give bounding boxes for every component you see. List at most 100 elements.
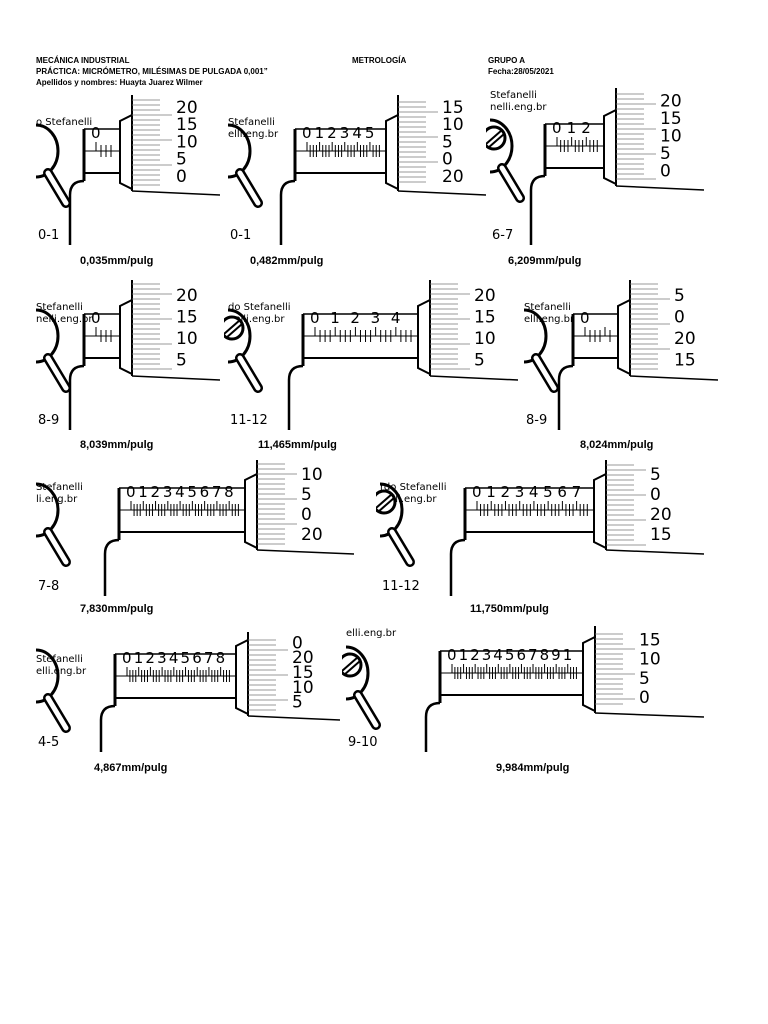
sleeve-number: 7 [528, 646, 538, 664]
clamp-hatch [342, 656, 361, 676]
thimble-bottom-edge [615, 185, 704, 191]
watermark-text: nelli.eng.br [36, 314, 93, 325]
thimble-flange [582, 635, 596, 713]
sleeve-number: 0 [91, 309, 101, 327]
frame-body [449, 538, 466, 596]
thimble-bottom-edge [429, 375, 518, 381]
watermark-text: o Stefanelli [36, 117, 92, 128]
thimble-number: 10 [474, 329, 496, 349]
thimble-number: 15 [176, 308, 198, 328]
thimble-number: 20 [442, 167, 464, 187]
frame-body [68, 179, 85, 245]
thimble-bottom-edge [247, 715, 340, 721]
thimble-number: 20 [660, 91, 682, 111]
watermark-text: Stefanelli [228, 117, 275, 128]
sleeve-number: 3 [163, 483, 173, 501]
thimble-number: 0 [292, 633, 303, 653]
thimble-flange [385, 113, 399, 191]
thimble-body [257, 460, 354, 552]
thimble-bottom-edge [256, 549, 354, 555]
sleeve-number: 3 [157, 649, 167, 667]
frame-body [279, 179, 296, 245]
sleeve-number: 6 [557, 483, 567, 501]
thimble-number: 5 [292, 693, 303, 713]
subject-title: METROLOGÍA [352, 56, 407, 65]
thimble-flange [617, 298, 631, 376]
frame-body [424, 701, 441, 752]
thimble-bottom-edge [131, 375, 220, 381]
reading-9: 4,867mm/pulg [94, 762, 168, 774]
sleeve-number: 6 [192, 649, 202, 667]
watermark-text: Stefanelli [36, 482, 83, 493]
thimble-bottom-edge [131, 190, 220, 196]
sleeve-number: 2 [470, 646, 480, 664]
sleeve-number: 4 [175, 483, 185, 501]
sleeve-number: 4 [352, 124, 362, 142]
sleeve-number: 2 [151, 483, 161, 501]
reading-10: 9,984mm/pulg [496, 762, 570, 774]
watermark-text: elli.eng.br [36, 666, 87, 677]
reading-6: 8,024mm/pulg [580, 439, 654, 451]
thimble-number: 5 [650, 465, 661, 485]
watermark-text: nelli.eng.br [228, 314, 285, 325]
thimble-number: 10 [301, 465, 323, 485]
thimble-number: 15 [650, 525, 672, 545]
frame-body [557, 364, 574, 430]
thimble-number: 15 [442, 98, 464, 118]
sleeve-number: 1 [315, 124, 325, 142]
thimble-number: 20 [674, 329, 696, 349]
thimble-number: 15 [674, 351, 696, 371]
sleeve-number: 0 [126, 483, 136, 501]
sleeve-number: 5 [181, 649, 191, 667]
watermark-text: elli.eng.br [228, 129, 279, 140]
thimble-number: 20 [292, 648, 314, 668]
sleeve-number: 0 [472, 483, 482, 501]
thimble-flange [593, 472, 607, 550]
sleeve-number: 4 [169, 649, 179, 667]
thimble-number: 0 [176, 167, 187, 187]
reading-7: 7,830mm/pulg [80, 603, 154, 615]
frame-body [68, 364, 85, 430]
thimble-number: 10 [639, 650, 661, 670]
sleeve-number: 2 [145, 649, 155, 667]
sleeve-number: 1 [134, 649, 144, 667]
thimble-number: 5 [442, 132, 453, 152]
thimble-number: 20 [301, 525, 323, 545]
reading-3: 6,209mm/pulg [508, 255, 582, 267]
clamp-hatch [376, 493, 395, 513]
thimble-number: 5 [176, 150, 187, 170]
thimble-bottom-edge [605, 549, 704, 555]
thimble-flange [235, 638, 249, 716]
watermark-text: nelli.eng.br [490, 102, 547, 113]
watermark-text: elli.eng.br [524, 314, 575, 325]
reading-1: 0,035mm/pulg [80, 255, 154, 267]
thimble-bottom-edge [629, 375, 718, 381]
sleeve-number: 6 [516, 646, 526, 664]
practice-title: PRÁCTICA: MICRÓMETRO, MILÉSIMAS DE PULGA… [36, 67, 268, 76]
group-label: GRUPO A [488, 56, 526, 65]
thimble-number: 5 [474, 351, 485, 371]
thimble-number: 0 [442, 150, 453, 170]
sleeve-number: 0 [302, 124, 312, 142]
lock-lever-inner [45, 695, 69, 731]
watermark-text: Stefanelli [524, 302, 571, 313]
thimble-number: 10 [292, 678, 314, 698]
lock-lever-inner [45, 355, 69, 391]
sleeve-number: 2 [327, 124, 337, 142]
frame-range-label: 7-8 [38, 579, 59, 594]
sleeve-number: 1 [138, 483, 148, 501]
thimble-number: 5 [639, 669, 650, 689]
watermark-text: nelli.eng.br [380, 494, 437, 505]
